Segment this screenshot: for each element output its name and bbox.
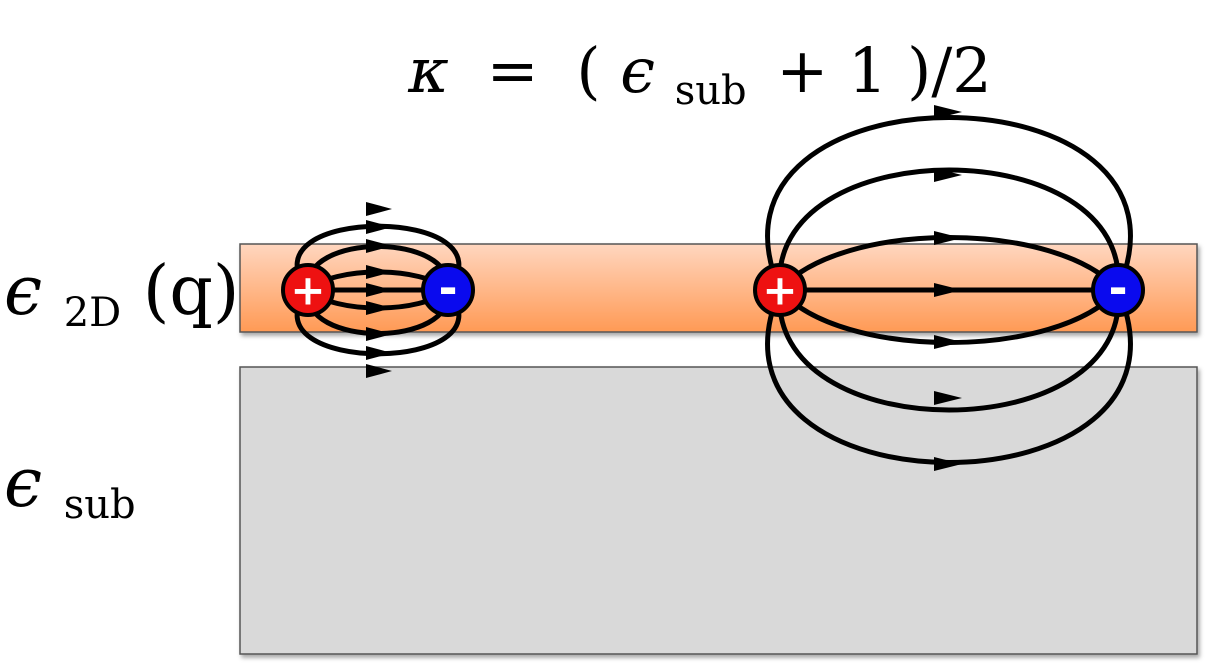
small-exciton-negative-charge: - [421,261,475,317]
kappa-equation: κ = ( ϵ sub + 1 )/2 [407,34,991,119]
svg-text:-: - [438,261,457,315]
large-exciton-positive-charge: + [753,263,807,317]
svg-text:+: + [290,266,325,315]
layer-2d-label: ϵ 2D (q) [4,252,239,343]
svg-text:+: + [762,266,797,315]
substrate-label: ϵ sub [4,444,136,528]
svg-text:-: - [1108,261,1127,315]
large-exciton-field-lines [765,105,1133,471]
large-exciton-negative-charge: - [1091,261,1145,317]
small-exciton-positive-charge: + [281,263,335,317]
substrate-block [239,366,1198,655]
